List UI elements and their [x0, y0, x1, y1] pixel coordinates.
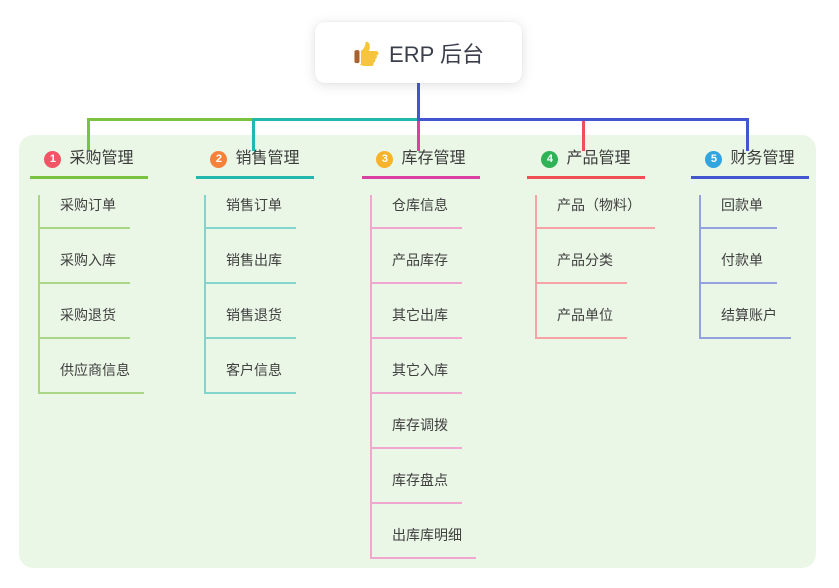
child-item[interactable]: 产品库存: [372, 250, 462, 284]
branch-title[interactable]: 1 采购管理: [30, 147, 148, 179]
branch-title[interactable]: 5 财务管理: [691, 147, 809, 179]
branch-label: 销售管理: [235, 150, 300, 167]
child-item[interactable]: 其它入库: [372, 360, 462, 394]
connector-segment: [252, 118, 418, 121]
root-label: ERP 后台: [389, 41, 484, 67]
branch-product: 4 产品管理 产品（物料） 产品分类 产品单位: [527, 147, 655, 339]
child-item[interactable]: 回款单: [701, 195, 777, 229]
child-item[interactable]: 出库库明细: [372, 525, 476, 559]
branch-finance: 5 财务管理 回款单 付款单 结算账户: [691, 147, 809, 339]
branch-children: 产品（物料） 产品分类 产品单位: [535, 195, 655, 339]
child-item[interactable]: 其它出库: [372, 305, 462, 339]
branch-number-badge: 5: [705, 150, 723, 168]
branch-drop-line: [417, 118, 420, 151]
thumbs-up-icon: [353, 40, 379, 66]
branch-children: 采购订单 采购入库 采购退货 供应商信息: [38, 195, 144, 394]
child-item[interactable]: 仓库信息: [372, 195, 462, 229]
branch-children: 回款单 付款单 结算账户: [699, 195, 791, 339]
branch-sales: 2 销售管理 销售订单 销售出库 销售退货 客户信息: [196, 147, 314, 394]
child-item[interactable]: 产品分类: [537, 250, 627, 284]
branch-label: 库存管理: [401, 150, 466, 167]
branch-title[interactable]: 2 销售管理: [196, 147, 314, 179]
branch-drop-line: [746, 118, 749, 151]
root-node[interactable]: ERP 后台: [315, 22, 522, 83]
branch-number-badge: 4: [541, 150, 559, 168]
branch-number-badge: 2: [210, 150, 228, 168]
child-item[interactable]: 采购退货: [40, 305, 130, 339]
child-item[interactable]: 销售退货: [206, 305, 296, 339]
child-item[interactable]: 供应商信息: [40, 360, 144, 394]
branch-purchase: 1 采购管理 采购订单 采购入库 采购退货 供应商信息: [30, 147, 148, 394]
branch-drop-line: [87, 118, 90, 151]
branch-label: 产品管理: [566, 150, 631, 167]
child-item[interactable]: 采购入库: [40, 250, 130, 284]
branch-label: 财务管理: [730, 150, 795, 167]
child-item[interactable]: 客户信息: [206, 360, 296, 394]
child-item[interactable]: 产品单位: [537, 305, 627, 339]
child-item[interactable]: 采购订单: [40, 195, 130, 229]
branch-inventory: 3 库存管理 仓库信息 产品库存 其它出库 其它入库 库存调拨 库存盘点 出库库…: [362, 147, 480, 559]
branch-number-badge: 3: [376, 150, 394, 168]
child-item[interactable]: 库存盘点: [372, 470, 462, 504]
child-item[interactable]: 付款单: [701, 250, 777, 284]
mindmap-panel: [19, 135, 816, 568]
branch-children: 销售订单 销售出库 销售退货 客户信息: [204, 195, 296, 394]
connector-segment: [417, 118, 749, 121]
branch-children: 仓库信息 产品库存 其它出库 其它入库 库存调拨 库存盘点 出库库明细: [370, 195, 476, 559]
child-item[interactable]: 销售出库: [206, 250, 296, 284]
branch-label: 采购管理: [69, 150, 134, 167]
branch-drop-line: [252, 118, 255, 151]
branch-number-badge: 1: [44, 150, 62, 168]
connector-segment: [87, 118, 253, 121]
branch-title[interactable]: 3 库存管理: [362, 147, 480, 179]
branch-title[interactable]: 4 产品管理: [527, 147, 645, 179]
child-item[interactable]: 销售订单: [206, 195, 296, 229]
child-item[interactable]: 库存调拨: [372, 415, 462, 449]
branch-drop-line: [582, 118, 585, 151]
child-item[interactable]: 产品（物料）: [537, 195, 655, 229]
root-connector-line: [417, 83, 420, 119]
child-item[interactable]: 结算账户: [701, 305, 791, 339]
